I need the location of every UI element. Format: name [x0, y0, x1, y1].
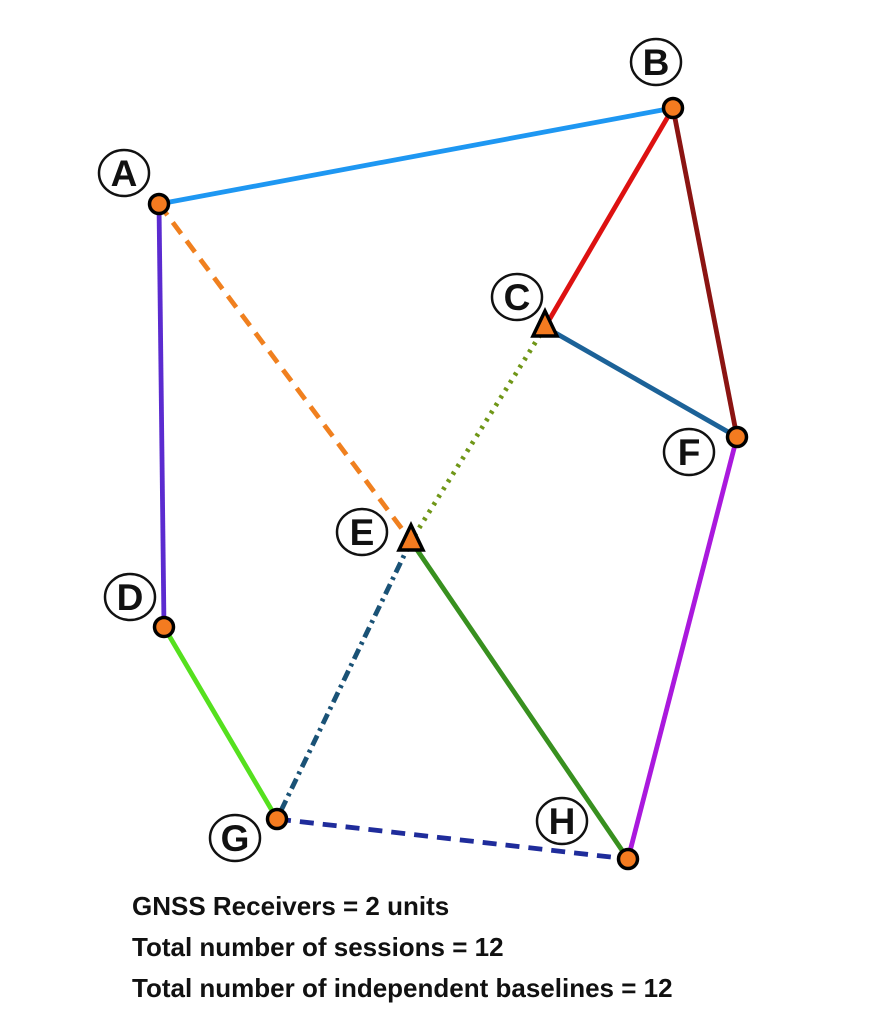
node-B-circle-marker [661, 96, 685, 120]
baseline-edge-G-H [276, 816, 629, 862]
baseline-edge-A-B [158, 105, 674, 207]
node-A-label: A [111, 153, 138, 194]
node-H-circle-marker [616, 847, 640, 871]
baseline-edge-B-F [670, 107, 740, 438]
baseline-edge-B-C [542, 106, 676, 329]
node-A-label-circle [97, 148, 151, 198]
node-B-label: B [643, 42, 670, 83]
baseline-edge-E-G [274, 539, 414, 821]
node-F-label-circle [662, 427, 716, 477]
caption: GNSS Receivers = 2 units Total number of… [132, 886, 673, 1009]
node-C-label-circle [490, 272, 544, 322]
baseline-edge-C-F [543, 324, 739, 440]
node-B-label-circle [629, 37, 683, 87]
node-F-circle-marker [725, 425, 749, 449]
node-G-label-circle [208, 813, 262, 863]
node-E-label-circle [335, 507, 389, 557]
node-H-label-circle [535, 796, 589, 846]
node-E-label: E [350, 512, 375, 553]
baseline-edge-A-D [156, 203, 167, 628]
node-F-label: F [678, 432, 701, 473]
baseline-edge-A-E [157, 202, 413, 543]
caption-receivers: GNSS Receivers = 2 units [132, 891, 450, 921]
node-C-triangle-marker [530, 306, 560, 338]
node-G-circle-marker [265, 807, 289, 831]
baseline-edge-C-E [408, 325, 548, 543]
baseline-edge-F-H [625, 436, 740, 860]
node-D-label: D [117, 577, 144, 618]
baseline-edge-E-H [409, 539, 630, 861]
node-A-circle-marker [147, 192, 171, 216]
node-D-circle-marker [152, 615, 176, 639]
baseline-edge-D-G [161, 625, 280, 821]
node-H-label: H [549, 801, 576, 842]
node-G-label: G [221, 818, 250, 859]
caption-sessions: Total number of sessions = 12 [132, 932, 504, 962]
node-E-triangle-marker [396, 520, 426, 552]
caption-baselines: Total number of independent baselines = … [132, 973, 673, 1003]
node-C-label: C [504, 277, 531, 318]
node-D-label-circle [103, 572, 157, 622]
